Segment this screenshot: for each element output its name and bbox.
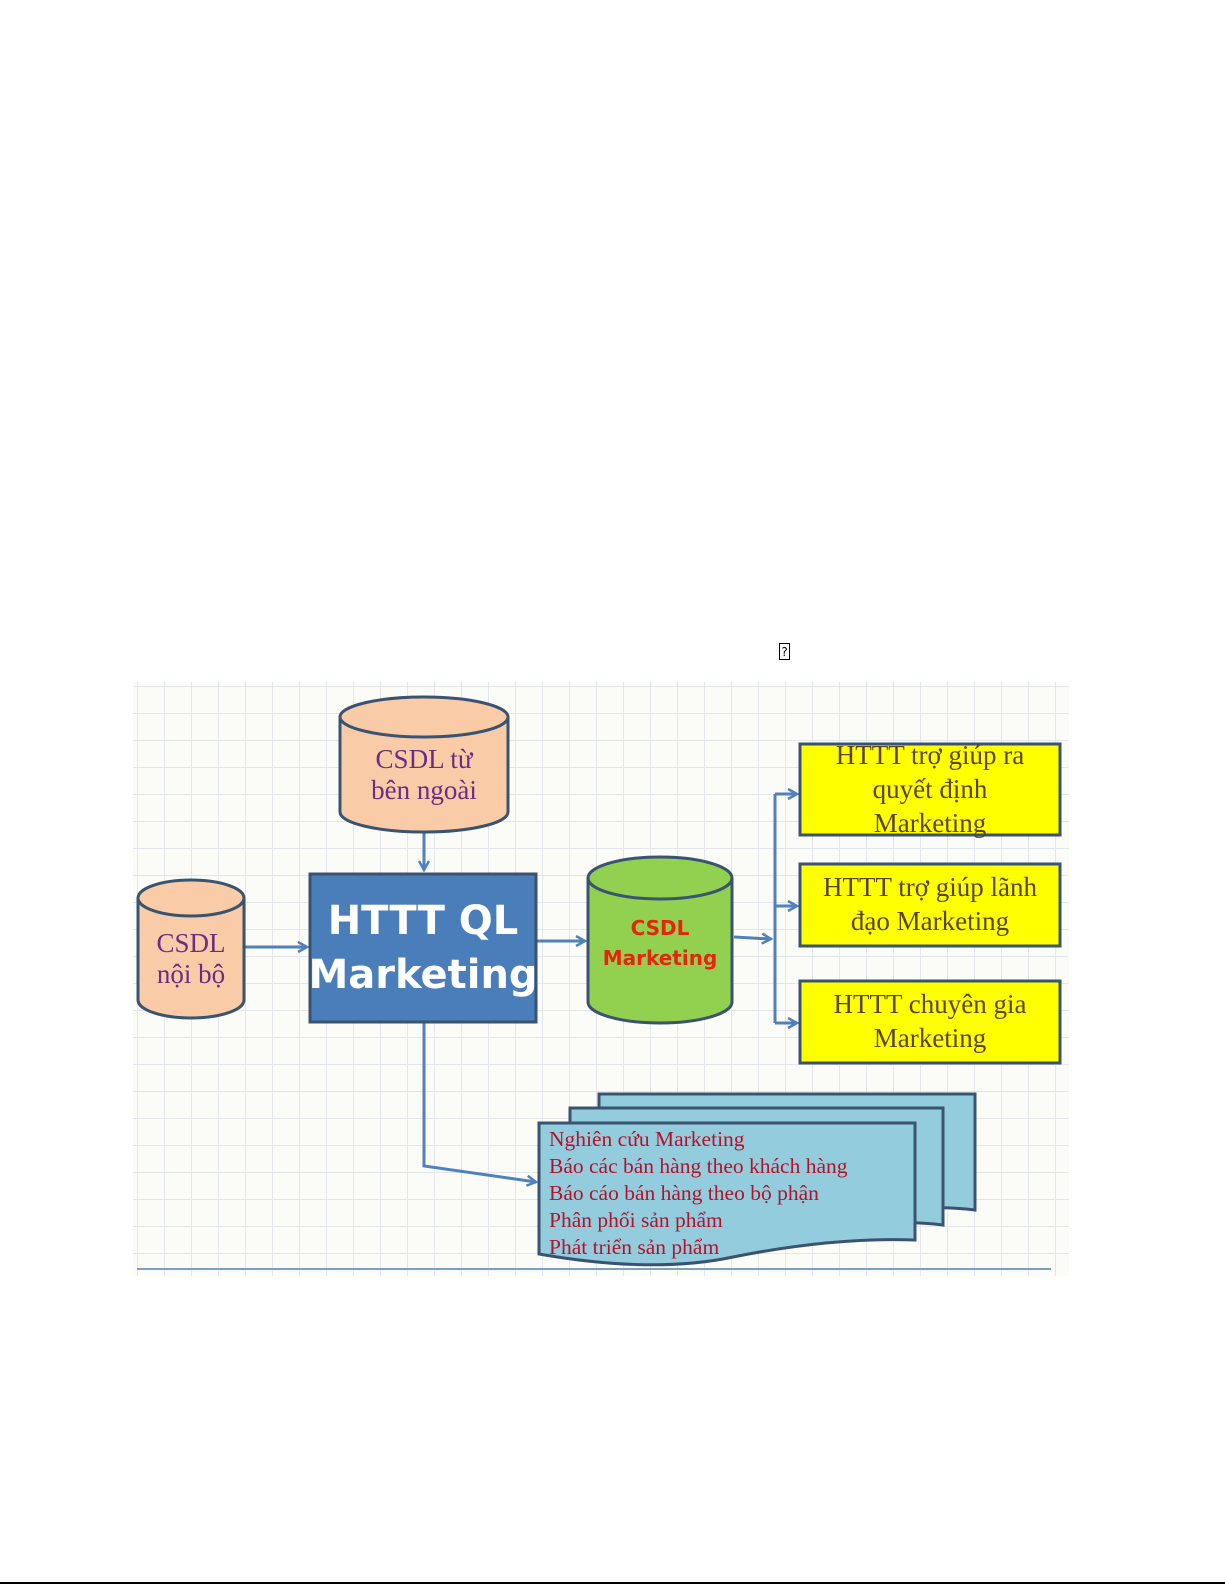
report-item: Phân phối sản phẩm	[549, 1208, 723, 1232]
executive-support-line: đạo Marketing	[850, 906, 1010, 936]
internal-db-line: CSDL	[156, 927, 226, 958]
marketing-db-shape	[586, 855, 734, 1025]
decision-support-shape	[798, 742, 1062, 837]
expert-system-shape	[798, 979, 1062, 1065]
report-item: Báo các bán hàng theo khách hàng	[549, 1154, 848, 1178]
expert-system-label: HTTT chuyên gia Marketing	[800, 981, 1060, 1063]
decision-support-label: HTTT trợ giúp ra quyết định Marketing	[800, 740, 1060, 840]
marketing-db-line: CSDL	[630, 916, 690, 940]
expert-system-line: Marketing	[873, 1023, 987, 1053]
reports-shape	[537, 1092, 977, 1267]
main-system-line: HTTT QL	[327, 898, 519, 944]
reports-list: Nghiên cứu Marketing Báo các bán hàng th…	[549, 1126, 848, 1261]
report-item: Phát triển sản phẩm	[549, 1235, 720, 1259]
external-db-shape	[338, 695, 510, 834]
missing-glyph-icon: ?	[779, 643, 790, 660]
diagram-canvas	[136, 695, 1062, 1270]
executive-support-label: HTTT trợ giúp lãnh đạo Marketing	[800, 864, 1060, 946]
decision-support-line: Marketing	[873, 807, 987, 838]
decision-support-line: quyết định	[872, 774, 988, 805]
main-system-label: HTTT QL Marketing	[308, 874, 538, 1022]
external-db-line: bên ngoài	[371, 775, 477, 805]
edge-marketing-db-to-bus	[733, 937, 771, 939]
expert-system-line: HTTT chuyên gia	[833, 989, 1027, 1020]
marketing-mis-diagram: CSDL từ bên ngoài CSDL nội bộ HTTT QL Ma…	[133, 682, 1069, 1276]
marketing-db-line: Marketing	[602, 946, 718, 970]
external-db-line: CSDL từ	[375, 743, 473, 774]
external-db-label: CSDL từ bên ngoài	[340, 740, 508, 810]
marketing-db-label: CSDL Marketing	[588, 908, 732, 978]
main-system-shape	[308, 872, 538, 1024]
edge-main-to-reports	[422, 1023, 536, 1182]
executive-support-line: HTTT trợ giúp lãnh	[823, 872, 1037, 903]
internal-db-line: nội bộ	[156, 959, 226, 989]
executive-support-shape	[798, 862, 1062, 948]
report-item: Nghiên cứu Marketing	[549, 1127, 745, 1151]
report-item: Báo cáo bán hàng theo bộ phận	[549, 1181, 819, 1205]
main-system-line: Marketing	[308, 952, 538, 998]
edges	[244, 794, 797, 1182]
page-bottom-rule	[0, 1582, 1225, 1584]
internal-db-shape	[136, 878, 246, 1020]
internal-db-label: CSDL nội bộ	[138, 924, 244, 994]
decision-support-line: HTTT trợ giúp ra	[835, 740, 1025, 771]
